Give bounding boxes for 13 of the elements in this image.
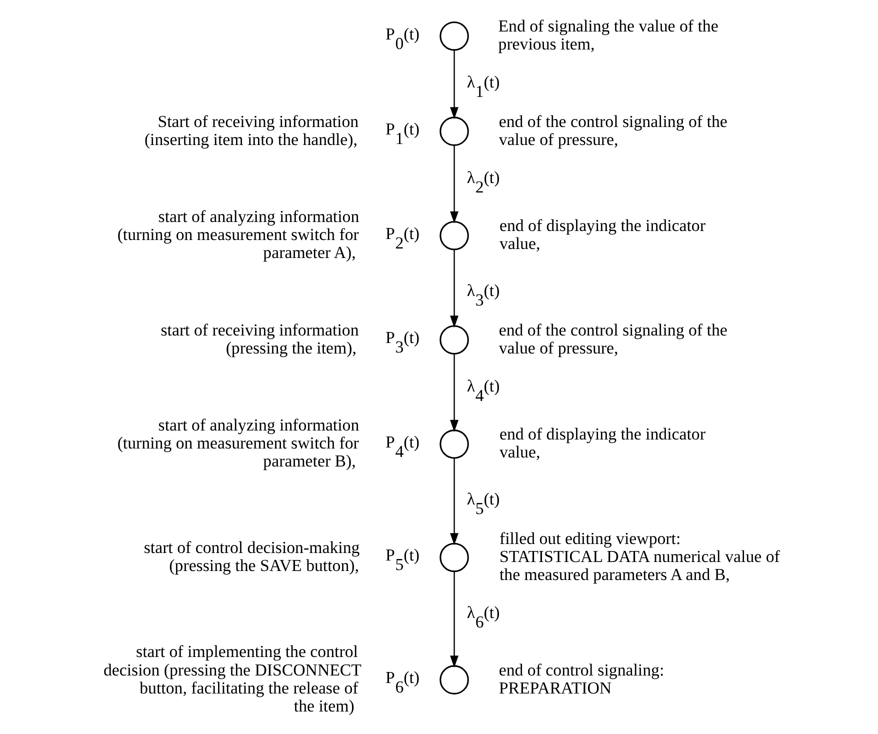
node-label: Start of receiving information (inserting item into the handle),: [144, 112, 358, 149]
node-label: start of receiving information (pressing the item),: [160, 320, 358, 358]
node-label: start of analyzing information (turning on measurement switch for parameter B),: [116, 416, 359, 471]
node-label: End of signaling the value of the previous item,: [498, 16, 718, 54]
node-label: start of analyzing information (turning on measurement switch for parameter A),: [116, 206, 359, 262]
node-label: start of control decision-making (pressing the SAVE button),: [143, 538, 360, 575]
node-label: end of displaying the indicator value,: [498, 424, 705, 462]
node-label: end of control signaling: PREPARATION: [498, 660, 664, 698]
node-label: end of displaying the indicator value,: [498, 216, 705, 254]
node-label: end of the control signaling of the value of pressure,: [498, 112, 727, 149]
node-label: start of implementing the control decision (pressing the DISCONNECT button, facilitating the release of the item): [102, 642, 361, 716]
node-label: end of the control signaling of the value of pressure,: [498, 320, 727, 358]
node-label: filled out editing viewport: STATISTICAL DATA numerical value of the measured parameters A and B,: [498, 528, 780, 584]
